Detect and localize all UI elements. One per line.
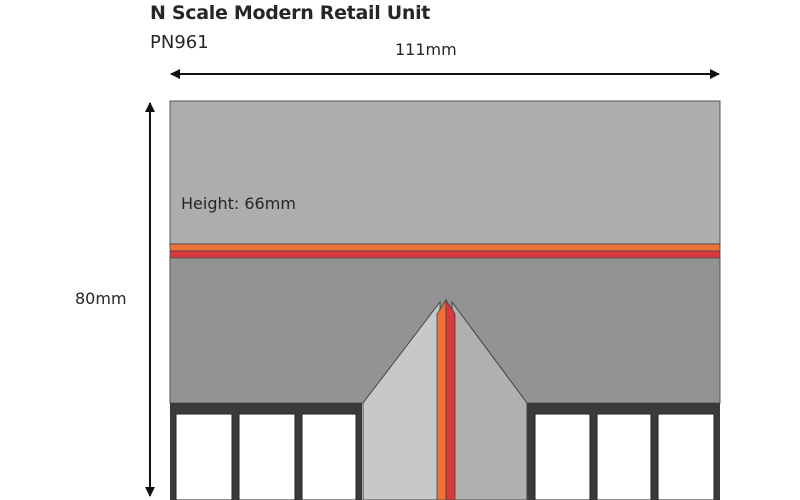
upper-roof-panel xyxy=(169,100,721,245)
gable-ridge-stripe-orange xyxy=(436,298,447,500)
left-window-2 xyxy=(238,413,296,500)
product-code: PN961 xyxy=(150,32,209,53)
right-window-1 xyxy=(534,413,591,500)
roof-stripe-red xyxy=(169,250,721,259)
gable-ridge-stripe-red xyxy=(445,298,456,500)
depth-dimension-label: 80mm xyxy=(75,289,127,308)
height-label: Height: 66mm xyxy=(181,194,296,213)
roof-stripe-orange xyxy=(169,243,721,252)
page-title: N Scale Modern Retail Unit xyxy=(150,2,431,24)
left-window-1 xyxy=(175,413,233,500)
right-window-2 xyxy=(596,413,652,500)
left-window-3 xyxy=(301,413,357,500)
right-window-3 xyxy=(657,413,715,500)
width-dimension-label: 111mm xyxy=(395,40,457,59)
